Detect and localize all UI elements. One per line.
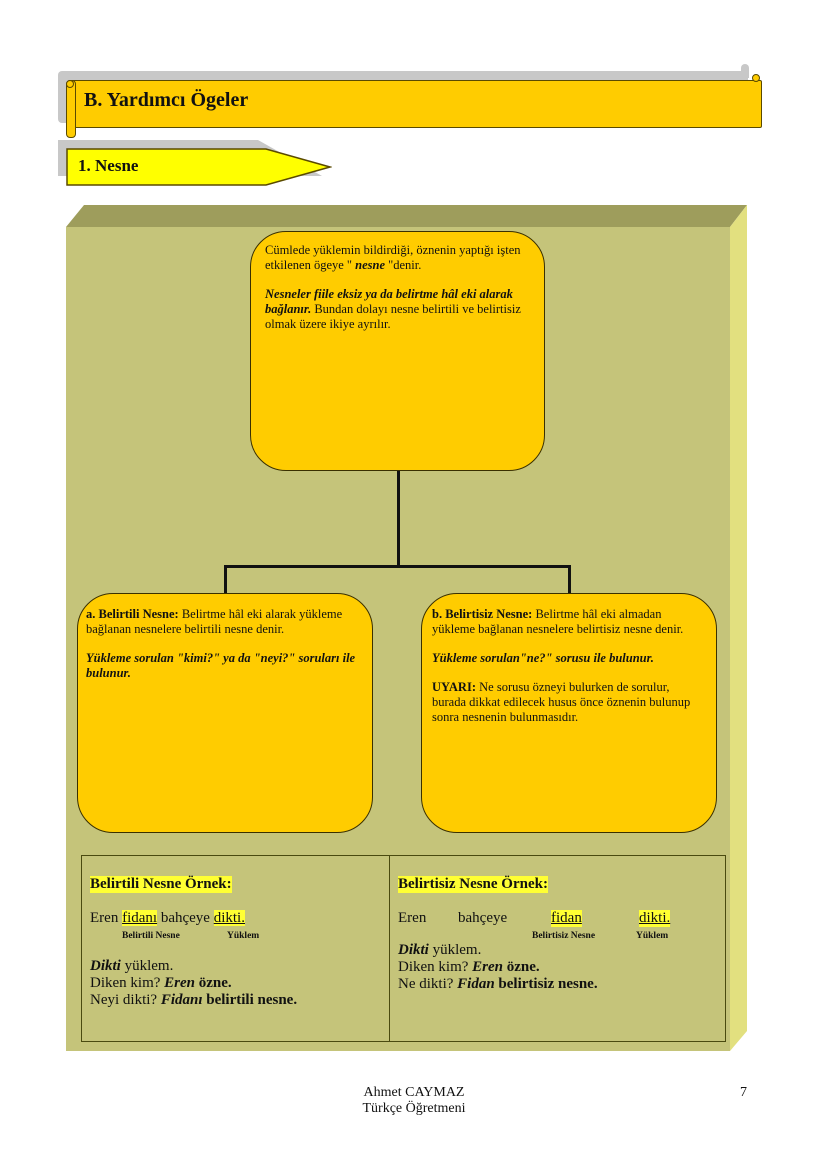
- example-line: Ne dikti? Fidan belirtisiz nesne.: [398, 976, 598, 992]
- word-bahceye: bahçeye: [458, 910, 508, 926]
- definition-rule-rest: Bundan dolayı nesne belirtili ve belirti…: [265, 302, 521, 331]
- page-title: B. Yardımcı Ögeler: [84, 89, 249, 111]
- word-eren: Eren: [398, 910, 427, 926]
- frame-top-face: [66, 205, 747, 227]
- title-banner: [68, 80, 762, 128]
- belirtisiz-example-cell: Belirtisiz Nesne Örnek: Eren bahçeye fid…: [390, 856, 725, 1041]
- banner-scroll-roll: [66, 80, 76, 138]
- section-tag: [66, 148, 332, 186]
- warning-label: UYARI:: [432, 680, 476, 694]
- section-title: 1. Nesne: [78, 156, 139, 175]
- label-object: Belirtili Nesne: [122, 931, 180, 941]
- belirtili-heading: a. Belirtili Nesne:: [86, 607, 179, 621]
- belirtisiz-text: Belirtme hâl eki almadan yükleme bağlana…: [432, 607, 684, 636]
- definition-box: Cümlede yüklemin bildirdiği, öznenin yap…: [250, 231, 545, 471]
- warning-text: Ne sorusu özneyi bulurken de sorulur, bu…: [432, 680, 691, 724]
- word-object: fidan: [551, 910, 582, 927]
- examples-table: Belirtili Nesne Örnek: Eren fidanı bahçe…: [81, 855, 726, 1042]
- belirtisiz-rule: Yükleme sorulan"ne?" sorusu ile bulunur.: [432, 651, 654, 665]
- belirtisiz-nesne-box: b. Belirtisiz Nesne: Belirtme hâl eki al…: [421, 593, 717, 833]
- example-line: Neyi dikti? Fidanı belirtili nesne.: [90, 992, 298, 1008]
- belirtisiz-example-sentence: Eren bahçeye fidan dikti. Belirtisiz Nes…: [398, 910, 725, 942]
- frame-side-face: [730, 205, 747, 1051]
- belirtili-text: Belirtme hâl eki alarak yükleme bağlanan…: [86, 607, 343, 636]
- belirtili-example-cell: Belirtili Nesne Örnek: Eren fidanı bahçe…: [82, 856, 390, 1041]
- belirtili-rule: Yükleme sorulan "kimi?" ya da "neyi?" so…: [86, 651, 356, 680]
- word-bahceye: bahçeye: [157, 910, 214, 926]
- belirtisiz-heading: b. Belirtisiz Nesne:: [432, 607, 533, 621]
- example-line: Dikti yüklem.: [90, 958, 174, 974]
- word-verb: dikti.: [639, 910, 671, 927]
- footer-role: Türkçe Öğretmeni: [362, 1101, 466, 1116]
- label-verb: Yüklem: [227, 931, 260, 941]
- belirtili-example-sentence: Eren fidanı bahçeye dikti. Belirtili Nes…: [90, 910, 389, 944]
- example-line: Dikti yüklem.: [398, 942, 482, 958]
- banner-shadow-tab: [741, 64, 749, 78]
- word-verb: dikti.: [213, 910, 245, 926]
- connector-line: [397, 470, 400, 566]
- definition-rule: Nesneler fiile eksiz ya da belirtme hâl …: [265, 287, 513, 316]
- page-number: 7: [740, 1085, 747, 1100]
- belirtili-example-heading: Belirtili Nesne Örnek:: [90, 876, 232, 893]
- example-line: Diken kim? Eren özne.: [90, 975, 232, 991]
- definition-text: Cümlede yüklemin bildirdiği, öznenin yap…: [265, 243, 521, 272]
- word-eren: Eren: [90, 910, 123, 926]
- word-object: fidanı: [122, 910, 158, 926]
- label-verb: Yüklem: [636, 931, 669, 941]
- example-line: Diken kim? Eren özne.: [398, 959, 540, 975]
- belirtisiz-example-heading: Belirtisiz Nesne Örnek:: [398, 876, 548, 893]
- connector-line: [224, 565, 227, 594]
- keyword-nesne: nesne: [355, 258, 386, 272]
- connector-line: [224, 565, 570, 568]
- scroll-curl-icon: [66, 80, 74, 88]
- belirtili-nesne-box: a. Belirtili Nesne: Belirtme hâl eki ala…: [77, 593, 373, 833]
- label-object: Belirtisiz Nesne: [532, 931, 596, 941]
- scroll-curl-icon: [752, 74, 760, 82]
- footer-author: Ahmet CAYMAZ: [363, 1085, 465, 1100]
- page-footer: Ahmet CAYMAZ Türkçe Öğretmeni: [0, 1085, 828, 1117]
- definition-text-end: "denir.: [385, 258, 422, 272]
- connector-line: [568, 565, 571, 594]
